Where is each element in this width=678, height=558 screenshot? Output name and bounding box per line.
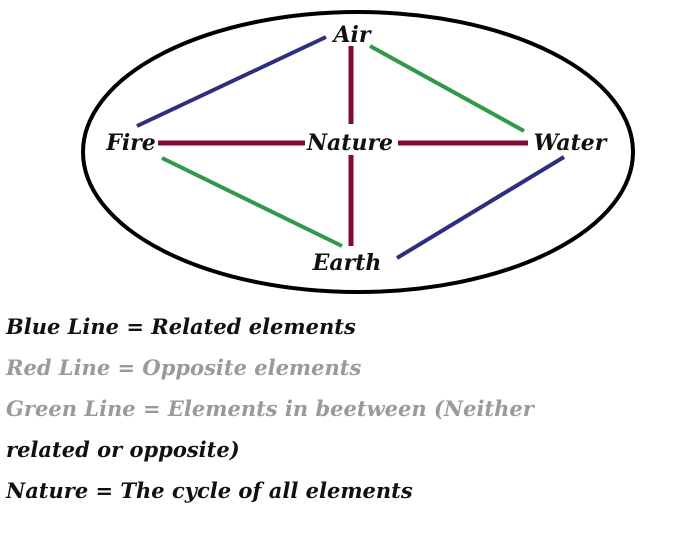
connection-fire-earth	[161, 156, 343, 248]
node-air: Air	[331, 22, 371, 48]
legend-green-line: Green Line = Elements in beetween (Neith…	[6, 396, 534, 421]
outer-ellipse	[81, 10, 635, 294]
legend-blue-line: Blue Line = Related elements	[6, 314, 356, 339]
connection-air-water	[369, 44, 525, 133]
node-water: Water	[534, 130, 608, 156]
legend-nature: Nature = The cycle of all elements	[6, 478, 413, 503]
elements-diagram: Air Fire Nature Water Earth	[81, 10, 635, 294]
connection-earth-water	[395, 155, 566, 260]
node-fire: Fire	[105, 130, 156, 156]
connection-fire-air	[136, 35, 327, 128]
node-earth: Earth	[312, 250, 382, 276]
legend: Blue Line = Related elements Red Line = …	[6, 306, 666, 511]
legend-green-line-continued: related or opposite)	[6, 437, 240, 462]
node-nature: Nature	[306, 130, 393, 156]
legend-red-line: Red Line = Opposite elements	[6, 355, 362, 380]
